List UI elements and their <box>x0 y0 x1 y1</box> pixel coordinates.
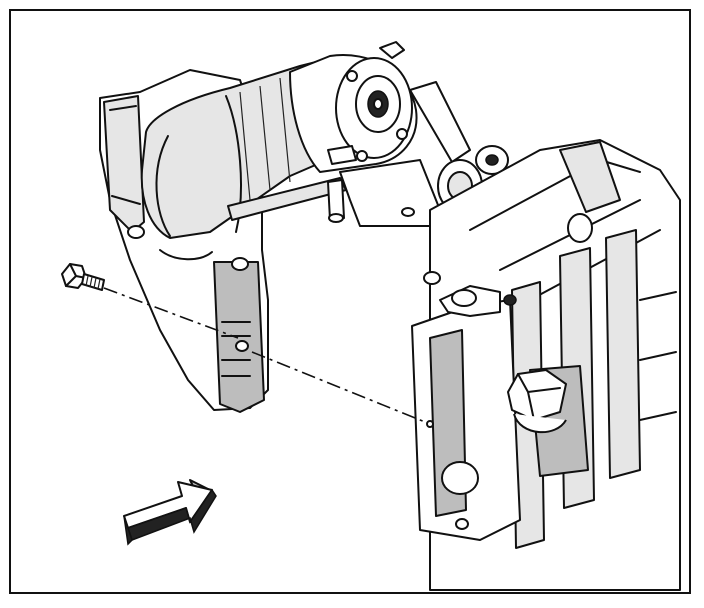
starter-motor <box>140 41 418 239</box>
bracket <box>339 81 509 227</box>
oil-pan <box>411 271 521 541</box>
figure-border <box>9 9 691 594</box>
mount-bolt <box>507 365 589 477</box>
starter-bolt <box>61 263 105 291</box>
bolt-hole <box>426 420 434 428</box>
locating-arrow <box>123 479 217 546</box>
alignment-line-lower <box>251 351 431 425</box>
alignment-line-upper <box>103 287 239 339</box>
